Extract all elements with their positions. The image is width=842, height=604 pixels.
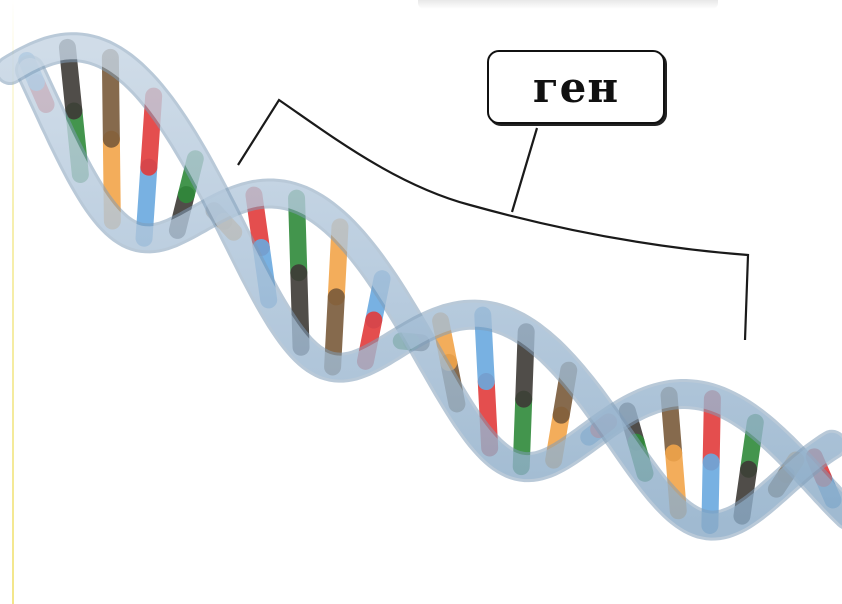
- gene-label: ген: [533, 63, 619, 112]
- base-pairs: [27, 47, 833, 525]
- gene-pointer-line: [512, 128, 537, 212]
- gene-label-box: ген: [487, 50, 665, 124]
